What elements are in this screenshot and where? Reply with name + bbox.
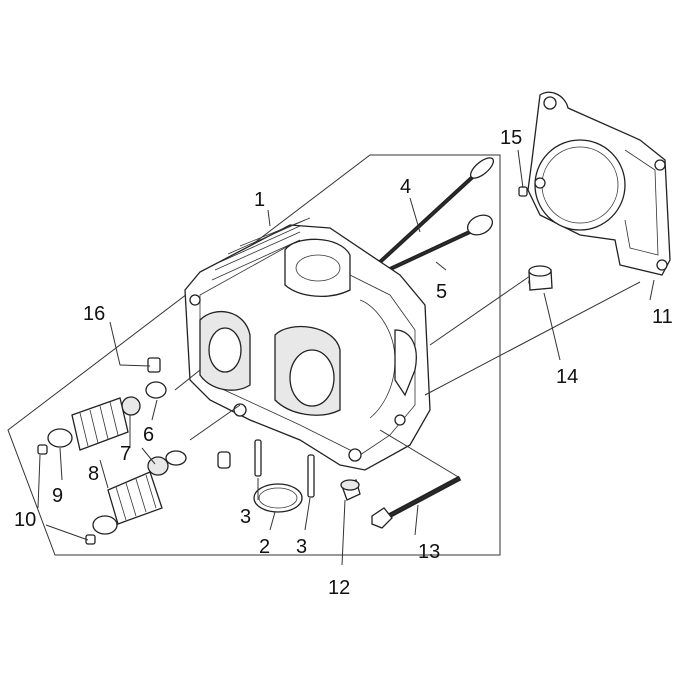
plug: [340, 479, 361, 501]
pin-insert: [217, 451, 231, 469]
retainer-16: [147, 357, 161, 373]
label-3-right: 3: [296, 536, 307, 558]
collet-upper: [37, 444, 48, 455]
label-3-left: 3: [240, 506, 251, 528]
label-8: 8: [88, 463, 99, 485]
valve-spring-lower: [107, 471, 163, 525]
spring-cap-upper: [121, 396, 141, 416]
valve-seal-upper: [145, 381, 167, 399]
label-11: 11: [652, 306, 673, 328]
label-2: 2: [259, 536, 270, 558]
dowel-pin: [518, 186, 528, 197]
label-4: 4: [400, 176, 411, 198]
valve-spring-upper: [71, 397, 129, 451]
label-12: 12: [328, 577, 350, 599]
bolt: [371, 475, 462, 529]
label-16: 16: [83, 303, 105, 325]
label-6: 6: [143, 424, 154, 446]
stud-left: [254, 439, 262, 477]
exhaust-valve: [378, 157, 495, 264]
label-9: 9: [52, 485, 63, 507]
bushing: [528, 265, 553, 291]
head-gasket: [527, 91, 671, 276]
label-5: 5: [436, 281, 447, 303]
cylinder-head: [184, 217, 431, 471]
label-10: 10: [14, 509, 36, 531]
label-15: 15: [500, 127, 522, 149]
intake-valve: [387, 214, 494, 272]
spring-retainer-lower: [92, 515, 118, 535]
o-ring: [253, 483, 303, 513]
label-1: 1: [254, 189, 265, 211]
label-13: 13: [418, 541, 440, 563]
valve-seal-lower: [165, 450, 187, 466]
leader-lines: [37, 149, 655, 566]
assembly-frame: [7, 154, 501, 556]
label-14: 14: [556, 366, 578, 388]
label-7: 7: [120, 443, 131, 465]
stud-right: [307, 454, 315, 498]
spring-retainer-upper: [47, 428, 73, 448]
